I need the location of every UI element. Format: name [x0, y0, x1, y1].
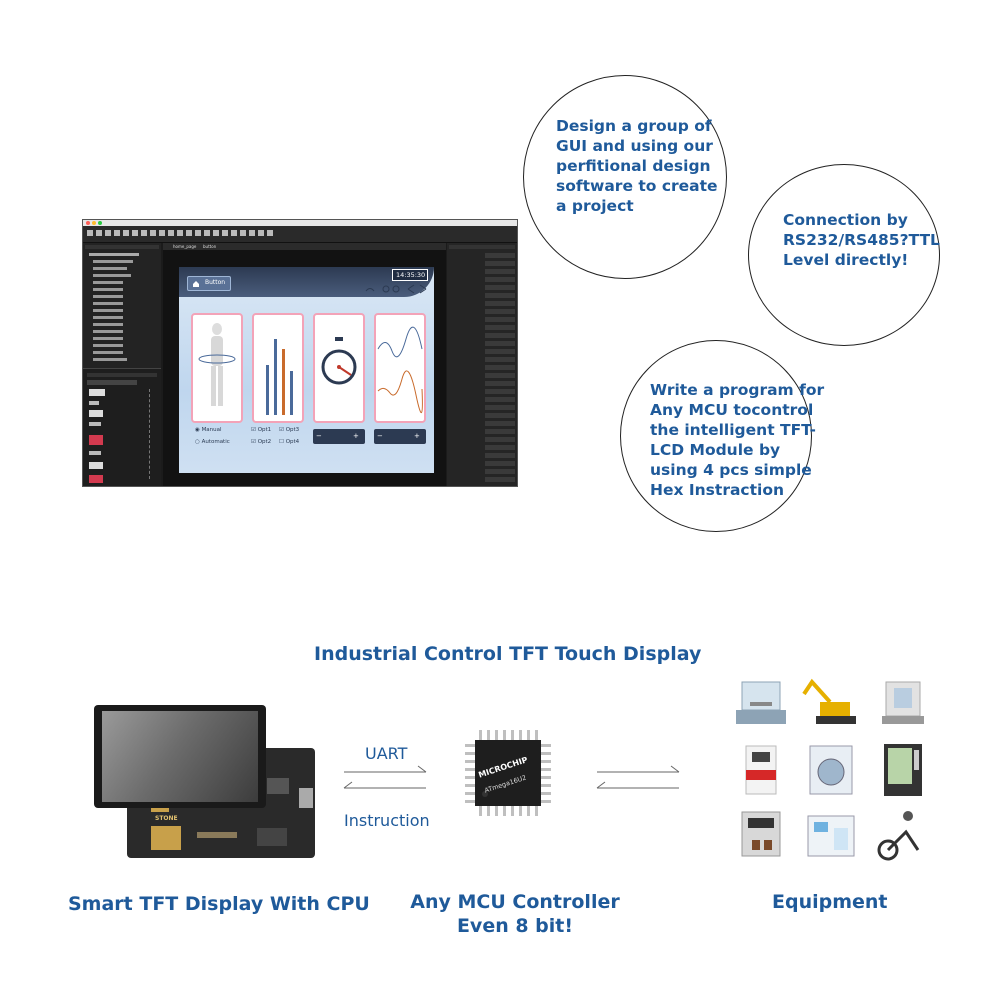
timer-card — [313, 313, 365, 423]
minus-icon[interactable]: − — [316, 432, 322, 440]
tab-home-page[interactable]: home_page — [173, 244, 197, 249]
screen-clock: 14:35:30 — [392, 269, 428, 281]
fuel-dispenser-icon — [745, 745, 777, 795]
equipment-caption: Equipment — [772, 891, 888, 913]
display-caption: Smart TFT Display With CPU — [68, 893, 370, 915]
checkbox-opt2[interactable]: ☑ Opt2 — [251, 439, 272, 445]
bars-card — [252, 313, 304, 423]
bubble-design — [523, 75, 727, 279]
bubble-program — [620, 340, 812, 532]
bidirectional-arrows-left — [343, 765, 427, 789]
properties-panel — [447, 243, 517, 486]
body-card — [191, 313, 243, 423]
gui-preview-screen: Button 14:35:30 — [179, 267, 434, 473]
diagram-title: Industrial Control TFT Touch Display — [314, 643, 702, 665]
instruction-label: Instruction — [344, 811, 430, 830]
coffee-machine-icon — [741, 811, 781, 857]
vending-machine-icon — [884, 744, 922, 796]
bidirectional-arrows-right — [596, 765, 680, 789]
radio-manual[interactable]: ◉ Manual — [195, 427, 222, 433]
pcb-brand: STONE — [155, 815, 178, 822]
minus-icon[interactable]: − — [377, 432, 383, 440]
plus-icon[interactable]: + — [353, 432, 359, 440]
bubble-connection-text: Connection by RS232/RS485?TTL Level dire… — [783, 211, 940, 269]
stepper-time[interactable]: − + — [313, 429, 365, 444]
bubble-program-text: Write a program for Any MCU tocontrol th… — [650, 381, 825, 499]
stopwatch-icon — [321, 337, 357, 385]
human-body-icon — [198, 323, 236, 406]
screen-button-chip[interactable]: Button — [187, 276, 231, 291]
mcu-chip-icon — [465, 730, 551, 816]
uart-label: UART — [365, 744, 408, 763]
bubble-connection — [748, 164, 940, 346]
stepper-freq[interactable]: − + — [374, 429, 426, 444]
bubble-design-text: Design a group of GUI and using our perf… — [556, 117, 718, 215]
tab-button[interactable]: button — [203, 244, 217, 249]
screen-button-label: Button — [205, 279, 226, 286]
checkbox-opt3[interactable]: ☑ Opt3 — [279, 427, 300, 433]
waveform-graphic — [377, 326, 423, 413]
radio-automatic[interactable]: ○ Automatic — [195, 439, 230, 445]
wave-card — [374, 313, 426, 423]
excavator-icon — [802, 678, 856, 724]
designer-tabbar[interactable]: home_page button — [163, 243, 446, 250]
designer-screenshot: home_page button Button 14:35:30 — [82, 219, 518, 487]
plus-icon[interactable]: + — [414, 432, 420, 440]
mcu-caption: Any MCU Controller Even 8 bit! — [410, 891, 620, 937]
checkbox-opt4[interactable]: ☐ Opt4 — [279, 439, 300, 445]
lab-balance-icon — [736, 681, 786, 724]
washing-machine-icon — [809, 745, 853, 795]
filling-machine-icon — [882, 681, 924, 724]
exercise-bike-icon — [877, 811, 920, 861]
bar-graphic — [266, 339, 293, 415]
status-icons — [365, 284, 427, 294]
resources-panel — [83, 368, 161, 486]
checkbox-opt1[interactable]: ☑ Opt1 — [251, 427, 272, 433]
water-purifier-icon — [807, 815, 855, 857]
home-icon — [193, 281, 199, 287]
window-titlebar — [83, 220, 517, 226]
tft-lcd-screen — [94, 705, 266, 808]
designer-toolbar — [83, 226, 517, 243]
